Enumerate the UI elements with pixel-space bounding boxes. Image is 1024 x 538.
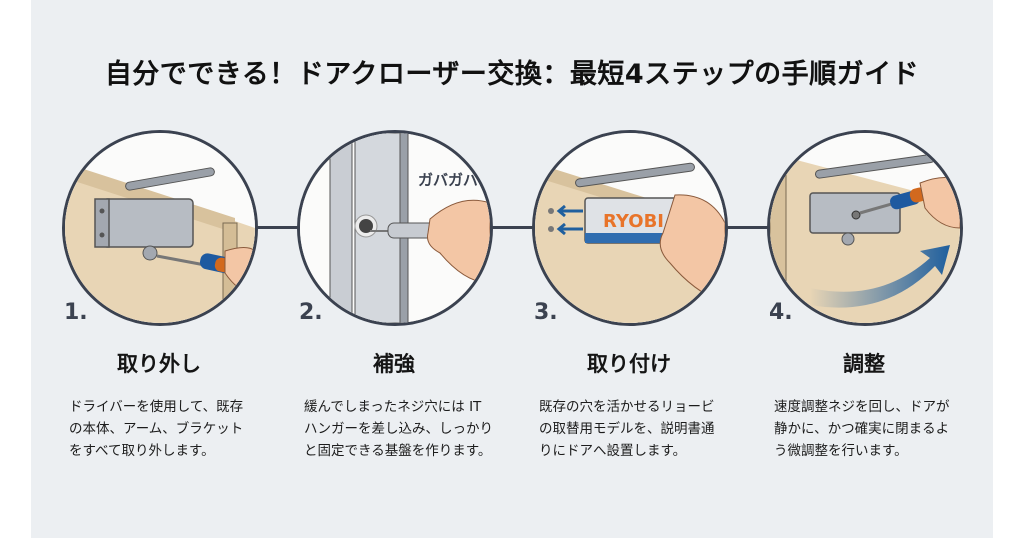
guide-panel: 自分でできる！ドアクローザー交換：最短4ステップの手順ガイド 1.: [31, 0, 993, 538]
step-description: ドライバーを使用して、既存 の本体、アーム、ブラケット をすべて取り外します。: [69, 399, 244, 459]
step-1: 1. 取り外し ドライバーを使用して、既存 の本体、アーム、ブラケット をすべて…: [39, 0, 279, 538]
ryobi-installation-icon: RYOBI: [535, 133, 725, 323]
step-2: ガバガバ 2. 補強 緩んでしまったネジ穴には IT ハンガーを差し込み、しっか…: [274, 0, 514, 538]
step-description: 速度調整ネジを回し、ドアが 静かに、かつ確実に閉まるよ う微調整を行います。: [774, 399, 950, 459]
step-3: RYOBI 3. 取り付け 既存の穴を活かせるリョービ の取替用モデルを、説明書…: [509, 0, 749, 538]
step-number: 2.: [299, 300, 323, 325]
step-description: 既存の穴を活かせるリョービ の取替用モデルを、説明書通 りにドアへ設置します。: [539, 399, 715, 459]
ryobi-logo: RYOBI: [603, 211, 664, 232]
speed-adjustment-icon: [770, 133, 960, 323]
connector-line: [492, 226, 535, 229]
callout-text: ガバガバ: [418, 171, 478, 189]
step-heading: 調整: [843, 352, 885, 376]
step-heading: 補強: [373, 352, 415, 376]
page-title: 自分でできる！ドアクローザー交換：最短4ステップの手順ガイド: [104, 59, 920, 90]
step-description: 緩んでしまったネジ穴には IT ハンガーを差し込み、しっかり と固定できる基盤を…: [304, 399, 493, 459]
connector-line: [257, 226, 300, 229]
step-heading: 取り外し: [117, 352, 201, 376]
step-4: 4. 調整 速度調整ネジを回し、ドアが 静かに、かつ確実に閉まるよ う微調整を行…: [744, 0, 984, 538]
step-number: 1.: [64, 300, 88, 325]
step-1-illustration: [62, 130, 258, 326]
step-4-illustration: [767, 130, 963, 326]
wall-anchor-icon: ガバガバ: [300, 133, 490, 323]
door-closer-removal-icon: [65, 133, 255, 323]
step-number: 3.: [534, 300, 558, 325]
step-3-illustration: RYOBI: [532, 130, 728, 326]
step-2-illustration: ガバガバ: [297, 130, 493, 326]
connector-line: [727, 226, 768, 229]
step-number: 4.: [769, 300, 793, 325]
step-heading: 取り付け: [587, 352, 671, 376]
